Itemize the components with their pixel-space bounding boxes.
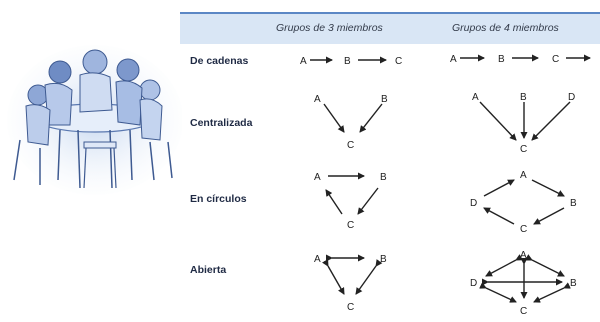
row-label-centralized: Centralizada: [190, 117, 253, 129]
node-c: C: [520, 306, 527, 317]
column-header-4-members: Grupos de 4 miembros: [452, 22, 559, 34]
node-c: C: [395, 56, 402, 67]
column-header-3-members: Grupos de 3 miembros: [276, 22, 383, 34]
node-b: B: [520, 92, 527, 103]
node-a: A: [300, 56, 307, 67]
node-a: A: [450, 54, 457, 65]
node-a: A: [314, 254, 321, 265]
node-b: B: [570, 198, 577, 209]
node-c: C: [347, 302, 354, 313]
node-a: A: [520, 250, 527, 261]
node-a: A: [472, 92, 479, 103]
node-d: D: [470, 278, 477, 289]
node-b: B: [381, 94, 388, 105]
node-c: C: [520, 224, 527, 235]
row-label-open: Abierta: [190, 264, 227, 276]
node-c: C: [347, 140, 354, 151]
node-b: B: [570, 278, 577, 289]
node-b: B: [344, 56, 351, 67]
node-c: C: [347, 220, 354, 231]
node-b: B: [380, 172, 387, 183]
node-c: C: [552, 54, 559, 65]
node-a: A: [314, 172, 321, 183]
row-label-circle: En círculos: [190, 193, 247, 205]
node-d: D: [568, 92, 575, 103]
node-a: A: [314, 94, 321, 105]
node-c: C: [520, 144, 527, 155]
row-label-chain: De cadenas: [190, 55, 249, 67]
node-d: D: [470, 198, 477, 209]
node-a: A: [520, 170, 527, 181]
node-b: B: [498, 54, 505, 65]
table-header-bar: [180, 12, 600, 44]
people-around-table-icon: [7, 45, 182, 195]
node-b: B: [380, 254, 387, 265]
